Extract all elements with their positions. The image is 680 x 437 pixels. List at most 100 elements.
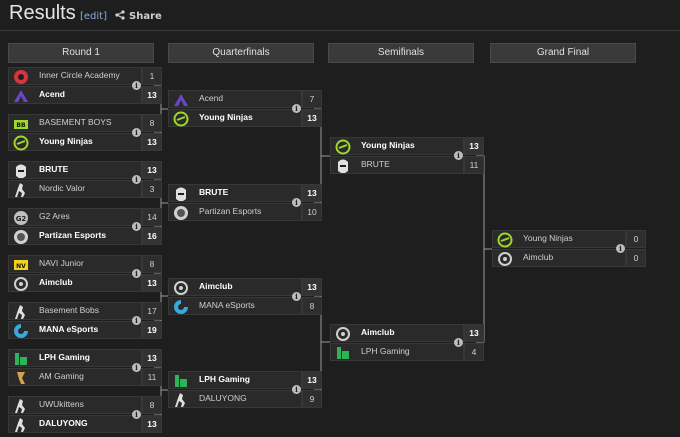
- team-row-aimclub[interactable]: Aimclub: [168, 278, 302, 296]
- team-row-inner-circle-academy[interactable]: Inner Circle Academy: [8, 67, 142, 85]
- young-ninjas-logo-icon: [335, 139, 351, 155]
- team-row-mana-esports[interactable]: MANA eSports: [168, 297, 302, 315]
- team-score: 11: [142, 368, 162, 386]
- team-name: LPH Gaming: [39, 352, 91, 362]
- team-row-partizan-esports[interactable]: Partizan Esports: [8, 227, 142, 245]
- team-row-uwukittens[interactable]: UWUkittens: [8, 396, 142, 414]
- counter-strike-logo-icon: [13, 417, 29, 432]
- svg-text:NV: NV: [16, 263, 26, 270]
- team-score: 7: [302, 90, 322, 108]
- team-row-daluyong[interactable]: DALUYONG: [8, 415, 142, 433]
- team-score: 13: [142, 133, 162, 151]
- team-row-partizan-esports[interactable]: Partizan Esports: [168, 203, 302, 221]
- team-score: 13: [302, 109, 322, 127]
- match-info-icon[interactable]: i: [132, 363, 141, 372]
- match-info-icon[interactable]: i: [132, 128, 141, 137]
- counter-strike-logo-icon: [173, 392, 189, 407]
- team-row-acend[interactable]: Acend: [168, 90, 302, 108]
- grand-final-header: Grand Final: [490, 43, 636, 63]
- match-info-icon[interactable]: i: [132, 410, 141, 419]
- team-row-basement-bobs[interactable]: Basement Bobs: [8, 302, 142, 320]
- team-row-am-gaming[interactable]: AM Gaming: [8, 368, 142, 386]
- team-row-mana-esports[interactable]: MANA eSports: [8, 321, 142, 339]
- team-score: 8: [142, 114, 162, 132]
- team-name: BRUTE: [361, 159, 390, 169]
- team-row-brute[interactable]: BRUTE: [8, 161, 142, 179]
- team-score: 0: [626, 249, 646, 267]
- share-button[interactable]: Share: [115, 10, 162, 22]
- team-score: 8: [302, 297, 322, 315]
- team-row-lph-gaming[interactable]: LPH Gaming: [330, 343, 464, 361]
- match-info-icon[interactable]: i: [132, 175, 141, 184]
- team-score: 0: [626, 230, 646, 248]
- quarterfinals-header: Quarterfinals: [168, 43, 314, 63]
- team-name: BRUTE: [199, 187, 229, 197]
- team-row-aimclub[interactable]: Aimclub: [330, 324, 464, 342]
- team-name: Young Ninjas: [39, 136, 93, 146]
- team-score: 13: [464, 324, 484, 342]
- team-name: AM Gaming: [39, 371, 84, 381]
- team-score: 13: [464, 137, 484, 155]
- team-score: 13: [142, 349, 162, 367]
- team-name: Aimclub: [523, 252, 554, 262]
- team-row-nordic-valor[interactable]: Nordic Valor: [8, 180, 142, 198]
- match-info-icon[interactable]: i: [292, 385, 301, 394]
- team-row-brute[interactable]: BRUTE: [168, 184, 302, 202]
- inner-circle-logo-icon: [13, 69, 29, 84]
- team-name: Partizan Esports: [39, 230, 107, 240]
- team-name: Inner Circle Academy: [39, 70, 120, 80]
- team-score: 13: [142, 86, 162, 104]
- team-row-lph-gaming[interactable]: LPH Gaming: [8, 349, 142, 367]
- team-row-young-ninjas[interactable]: Young Ninjas: [492, 230, 626, 248]
- match-info-icon[interactable]: i: [132, 81, 141, 90]
- match-info-icon[interactable]: i: [616, 244, 625, 253]
- team-row-young-ninjas[interactable]: Young Ninjas: [330, 137, 464, 155]
- brute-logo-icon: [13, 163, 29, 178]
- team-row-brute[interactable]: BRUTE: [330, 156, 464, 174]
- team-score: 19: [142, 321, 162, 339]
- team-row-acend[interactable]: Acend: [8, 86, 142, 104]
- match-info-icon[interactable]: i: [454, 151, 463, 160]
- aimclub-logo-icon: [13, 276, 29, 291]
- team-row-daluyong[interactable]: DALUYONG: [168, 390, 302, 408]
- aimclub-logo-icon: [335, 326, 351, 341]
- team-name: DALUYONG: [199, 393, 247, 403]
- team-name: LPH Gaming: [361, 346, 410, 356]
- team-row-young-ninjas[interactable]: Young Ninjas: [168, 109, 302, 127]
- match-info-icon[interactable]: i: [132, 269, 141, 278]
- team-row-lph-gaming[interactable]: LPH Gaming: [168, 371, 302, 389]
- lph-logo-icon: [173, 373, 189, 388]
- lph-logo-icon: [335, 345, 351, 360]
- team-name: Young Ninjas: [361, 140, 415, 150]
- team-row-young-ninjas[interactable]: Young Ninjas: [8, 133, 142, 151]
- edit-link[interactable]: [edit]: [80, 11, 108, 22]
- match-info-icon[interactable]: i: [454, 338, 463, 347]
- team-score: 17: [142, 302, 162, 320]
- team-row-aimclub[interactable]: Aimclub: [8, 274, 142, 292]
- team-score: 14: [142, 208, 162, 226]
- match-info-icon[interactable]: i: [292, 104, 301, 113]
- team-score: 4: [464, 343, 484, 361]
- team-score: 13: [302, 184, 322, 202]
- match-info-icon[interactable]: i: [292, 198, 301, 207]
- match-info-icon[interactable]: i: [132, 222, 141, 231]
- team-score: 13: [142, 161, 162, 179]
- team-score: 8: [142, 396, 162, 414]
- match-info-icon[interactable]: i: [132, 316, 141, 325]
- team-row-aimclub[interactable]: Aimclub: [492, 249, 626, 267]
- match-info-icon[interactable]: i: [292, 292, 301, 301]
- aimclub-logo-icon: [497, 251, 513, 266]
- svg-text:BB: BB: [16, 122, 26, 129]
- acend-logo-icon: [173, 92, 189, 107]
